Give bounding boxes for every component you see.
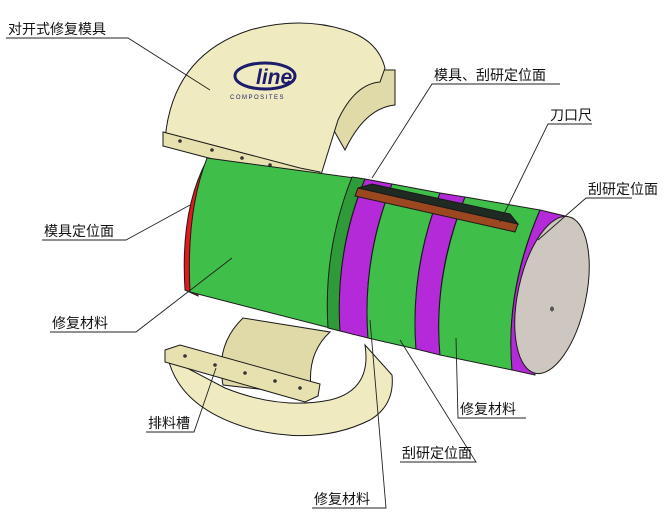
flange-bolt-hole xyxy=(178,139,182,143)
leader-scrape-locating-face-right xyxy=(537,197,632,241)
leader-scrape-locating-face-bottom xyxy=(399,339,477,463)
brand-logo: line COMPOSITES xyxy=(230,61,297,101)
leader-repair-material-bottom xyxy=(312,319,387,509)
shaft-assembly xyxy=(183,157,590,376)
logo-ellipse xyxy=(233,61,297,91)
logo-subtitle-text: COMPOSITES xyxy=(230,95,285,101)
logo-brand-text: line xyxy=(256,66,292,89)
leader-drain-groove xyxy=(146,367,217,433)
shaft-center-hole xyxy=(550,306,554,312)
upper-mold-half: line COMPOSITES xyxy=(162,22,396,187)
flange-bolt-hole xyxy=(183,354,187,358)
label-repair-material-bottom: 修复材料 xyxy=(314,491,370,508)
leader-lines xyxy=(6,37,632,509)
label-mold-locating-face: 模具定位面 xyxy=(44,224,114,240)
label-repair-material-left: 修复材料 xyxy=(52,315,108,332)
shaft-end-face xyxy=(514,215,590,375)
leader-mold-locating-face xyxy=(42,204,191,241)
label-scraper-ruler: 刀口尺 xyxy=(550,108,592,124)
scraper-ruler-top xyxy=(357,183,520,225)
label-mold-scrape-locating-face: 模具、刮研定位面 xyxy=(434,68,546,84)
flange-bolt-hole xyxy=(210,148,214,152)
label-drain-groove: 排料槽 xyxy=(148,416,190,432)
label-scrape-locating-face-right: 刮研定位面 xyxy=(588,182,658,198)
label-split-mold: 对开式修复模具 xyxy=(8,21,106,38)
lower-mold-half xyxy=(164,317,393,437)
leader-scraper-ruler xyxy=(499,123,592,223)
leader-repair-material-left xyxy=(50,257,233,333)
flange-bolt-hole xyxy=(298,386,302,390)
flange-bolt-hole xyxy=(213,363,217,367)
leader-split-mold xyxy=(6,37,211,91)
callout-labels: 对开式修复模具 模具、刮研定位面 刀口尺 刮研定位面 模具定位面 修复材料 排料… xyxy=(8,21,658,508)
label-scrape-locating-face-bottom: 刮研定位面 xyxy=(402,446,472,462)
lower-mold-body xyxy=(167,343,393,437)
leader-repair-material-mid xyxy=(455,337,526,419)
flange-bolt-hole xyxy=(243,371,247,375)
lower-mold-flange xyxy=(164,344,321,403)
flange-bolt-hole xyxy=(273,379,277,383)
label-repair-material-mid: 修复材料 xyxy=(460,401,516,418)
upper-mold-body xyxy=(164,22,386,181)
flange-bolt-hole xyxy=(240,156,244,160)
leader-mold-scrape-locating-face xyxy=(371,83,560,179)
